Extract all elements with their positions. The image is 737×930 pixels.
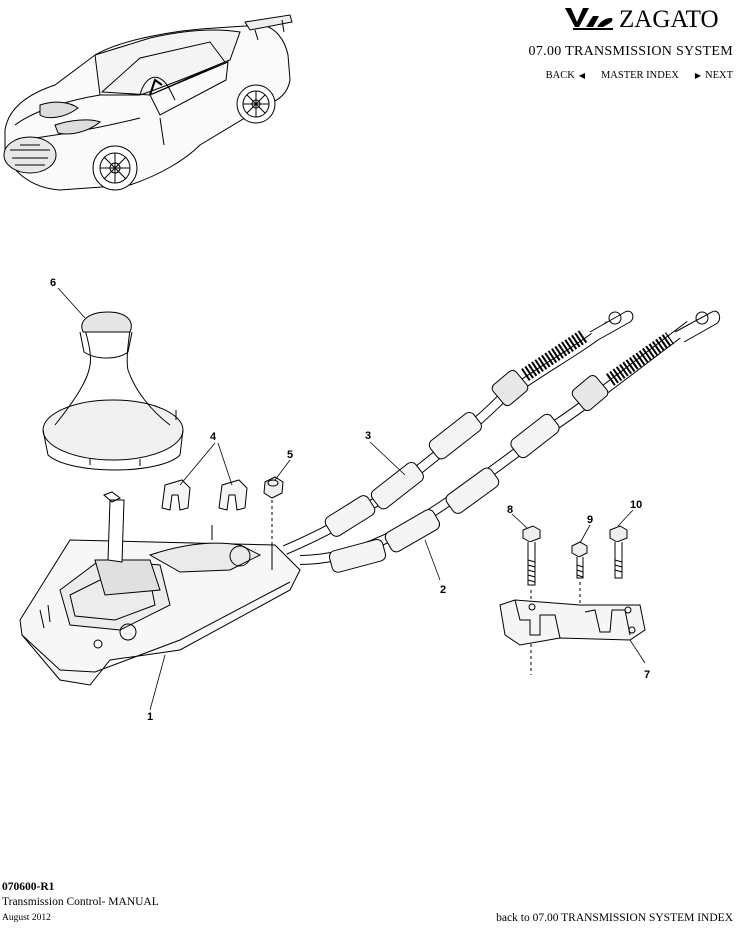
callout-7: 7 <box>644 669 650 681</box>
footer-info: 070600-R1 Transmission Control- MANUAL A… <box>2 880 159 926</box>
callout-2: 2 <box>440 584 446 596</box>
mounting-bracket <box>499 599 646 646</box>
callout-6: 6 <box>50 277 56 289</box>
callout-8: 8 <box>507 504 513 516</box>
back-link[interactable]: BACK <box>545 70 575 81</box>
next-arrow-icon[interactable]: ▶ <box>694 71 701 80</box>
zagato-logo: ZAGATO <box>565 6 719 32</box>
page-code: 070600-R1 <box>2 881 55 893</box>
master-index-link[interactable]: MASTER INDEX <box>600 70 679 81</box>
next-link[interactable]: NEXT <box>705 70 733 81</box>
parts-diagram: 1 2 3 4 5 6 7 8 9 10 <box>19 277 721 720</box>
page-date: August 2012 <box>2 913 51 923</box>
callout-9: 9 <box>587 514 593 526</box>
leader-lines <box>57 287 646 711</box>
callout-5: 5 <box>287 449 293 461</box>
select-cable <box>299 310 721 573</box>
callout-10: 10 <box>630 499 642 511</box>
brand-logo: ZAGATO <box>553 2 733 32</box>
nut <box>263 476 284 545</box>
callout-1: 1 <box>147 711 153 720</box>
callout-numbers: 1 2 3 4 5 6 7 8 9 10 <box>50 277 650 720</box>
gear-knob-gaiter <box>42 311 184 471</box>
callout-4: 4 <box>210 431 217 443</box>
v12-mark <box>565 8 613 30</box>
section-title: 07.00 TRANSMISSION SYSTEM <box>528 44 733 59</box>
retaining-clips <box>161 479 248 511</box>
back-arrow-icon[interactable]: ◀ <box>578 71 585 80</box>
page-title: Transmission Control- MANUAL <box>2 896 159 908</box>
shift-cable <box>283 310 634 555</box>
callout-3: 3 <box>365 430 371 442</box>
back-to-index-link[interactable]: back to 07.00 TRANSMISSION SYSTEM INDEX <box>496 912 733 924</box>
bolts <box>522 525 628 675</box>
car-illustration <box>3 14 293 191</box>
brand-name: ZAGATO <box>619 6 719 32</box>
navigation-bar: BACK ◀ MASTER INDEX ▶ NEXT <box>546 70 733 81</box>
gear-shift-housing <box>19 491 301 686</box>
